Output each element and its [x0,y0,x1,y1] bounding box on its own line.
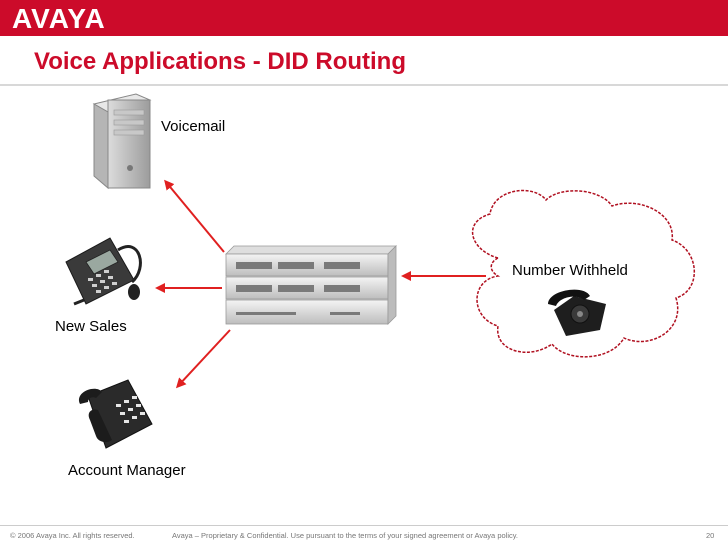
route-arrow-account-manager [175,329,231,389]
footer-notice: Avaya – Proprietary & Confidential. Use … [172,531,519,540]
account-manager-label: Account Manager [68,462,186,479]
pbx-switch-icon [225,245,397,325]
title-divider [0,84,728,86]
desk-phone-icon [78,379,153,449]
route-arrow-voicemail [164,179,225,253]
footer-divider [0,525,728,526]
rotary-phone-icon [548,289,606,336]
server-tower-icon [92,93,152,190]
page-number: 20 [706,531,715,540]
cloud-icon [471,189,695,358]
avaya-logo: AVAYA [12,3,106,34]
page-title: Voice Applications - DID Routing [34,48,406,75]
new-sales-label: New Sales [55,318,127,335]
voicemail-label: Voicemail [161,118,226,135]
footer-copyright: © 2006 Avaya Inc. All rights reserved. [10,531,135,540]
header-bar: AVAYA [0,0,728,36]
headset-phone-icon [65,237,142,306]
caller-label: Number Withheld [512,262,628,279]
